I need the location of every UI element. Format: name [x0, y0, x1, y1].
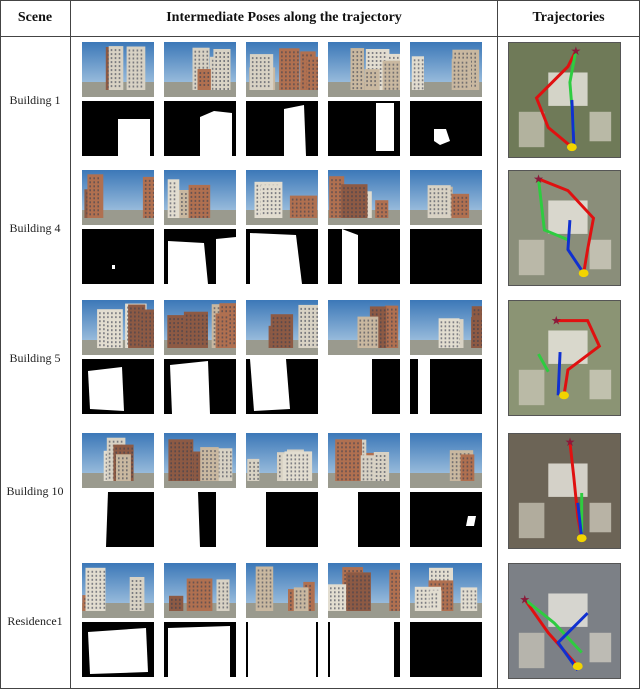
scene-label: Building 10	[6, 483, 64, 498]
pose-image	[82, 170, 154, 225]
segmentation-mask	[328, 101, 400, 156]
header-trajectories: Trajectories	[532, 10, 605, 25]
pose-image	[410, 300, 482, 355]
segmentation-mask	[164, 359, 236, 414]
pose-image	[164, 300, 236, 355]
pose-image	[328, 42, 400, 97]
pose-image	[328, 300, 400, 355]
pose-image	[328, 563, 400, 618]
pose-image	[164, 42, 236, 97]
trajectory-map: ★	[508, 300, 621, 416]
pose-image	[246, 42, 318, 97]
svg-text:★: ★	[565, 435, 576, 449]
trajectory-map: ★	[508, 42, 621, 158]
scene-label: Residence1	[7, 613, 63, 628]
segmentation-mask	[164, 229, 236, 284]
segmentation-mask	[164, 492, 236, 547]
top-border	[0, 0, 640, 1]
pose-image	[410, 170, 482, 225]
segmentation-mask	[328, 492, 400, 547]
segmentation-mask	[328, 229, 400, 284]
scene-label: Building 1	[9, 92, 61, 107]
pose-image	[328, 170, 400, 225]
svg-text:★: ★	[519, 592, 530, 606]
segmentation-mask	[410, 101, 482, 156]
segmentation-mask	[410, 359, 482, 414]
col-divider-2	[497, 0, 498, 689]
segmentation-mask	[410, 492, 482, 547]
pose-image	[328, 433, 400, 488]
scene-label: Building 4	[9, 220, 61, 235]
pose-image	[246, 300, 318, 355]
svg-text:★: ★	[551, 314, 562, 328]
segmentation-mask	[82, 492, 154, 547]
pose-image	[82, 42, 154, 97]
trajectory-map: ★	[508, 563, 621, 679]
header-poses: Intermediate Poses along the trajectory	[166, 10, 402, 25]
pose-image	[410, 42, 482, 97]
segmentation-mask	[82, 359, 154, 414]
pose-image	[82, 300, 154, 355]
segmentation-mask	[328, 622, 400, 677]
pose-image	[246, 170, 318, 225]
left-border	[0, 0, 1, 689]
segmentation-mask	[246, 101, 318, 156]
segmentation-mask	[164, 622, 236, 677]
pose-image	[410, 433, 482, 488]
segmentation-mask	[246, 622, 318, 677]
segmentation-mask	[410, 622, 482, 677]
segmentation-mask	[82, 622, 154, 677]
segmentation-mask	[82, 101, 154, 156]
pose-image	[246, 563, 318, 618]
pose-image	[410, 563, 482, 618]
segmentation-mask	[164, 101, 236, 156]
scene-label: Building 5	[9, 350, 61, 365]
trajectory-map: ★	[508, 170, 621, 286]
pose-image	[82, 563, 154, 618]
segmentation-mask	[82, 229, 154, 284]
pose-image	[82, 433, 154, 488]
pose-image	[164, 170, 236, 225]
segmentation-mask	[246, 359, 318, 414]
pose-image	[246, 433, 318, 488]
pose-image	[164, 433, 236, 488]
segmentation-mask	[246, 492, 318, 547]
svg-text:★: ★	[533, 172, 544, 186]
header-scene: Scene	[17, 10, 53, 25]
header-divider	[0, 36, 640, 37]
trajectory-map: ★	[508, 433, 621, 549]
svg-text:★: ★	[571, 44, 582, 58]
pose-image	[164, 563, 236, 618]
segmentation-mask	[410, 229, 482, 284]
segmentation-mask	[328, 359, 400, 414]
col-divider-1	[70, 0, 71, 689]
segmentation-mask	[246, 229, 318, 284]
